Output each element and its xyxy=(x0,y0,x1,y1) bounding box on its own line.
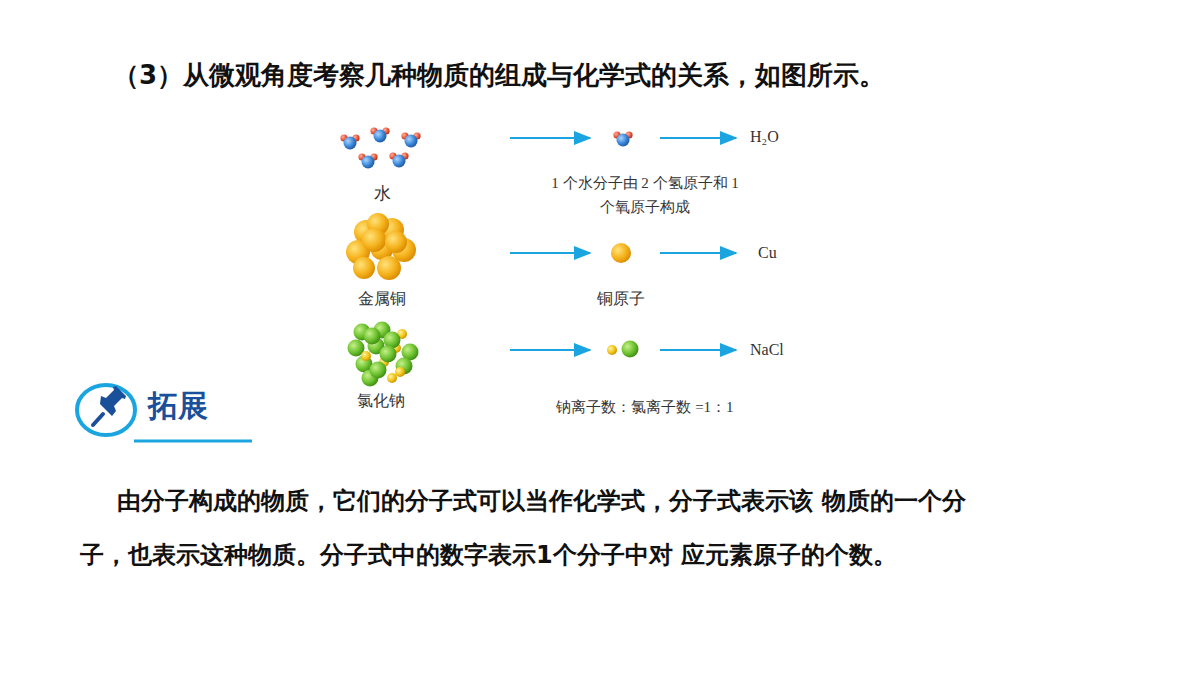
explanation-paragraph: 由分子构成的物质，它们的分子式可以当作化学式，分子式表示该 物质的一个分子，也表… xyxy=(80,474,1005,582)
chemical-formula: H₂O xyxy=(750,128,779,146)
chemical-formula: NaCl xyxy=(750,341,784,359)
substance-name: 氯化钠 xyxy=(357,388,405,414)
section-badge: 拓展 xyxy=(148,386,208,427)
ratio-note: 钠离子数：氯离子数 =1：1 xyxy=(556,395,733,419)
chemical-formula: Cu xyxy=(758,244,777,262)
substance-name: 水 xyxy=(374,180,391,207)
substance-name: 金属铜 xyxy=(358,286,406,312)
composition-note: 1 个水分子由 2 个氢原子和 1 个氧原子构成 xyxy=(550,171,740,219)
particle-name: 铜原子 xyxy=(597,286,645,312)
slide-heading: （3）从微观角度考察几种物质的组成与化学式的关系，如图所示。 xyxy=(113,58,885,93)
